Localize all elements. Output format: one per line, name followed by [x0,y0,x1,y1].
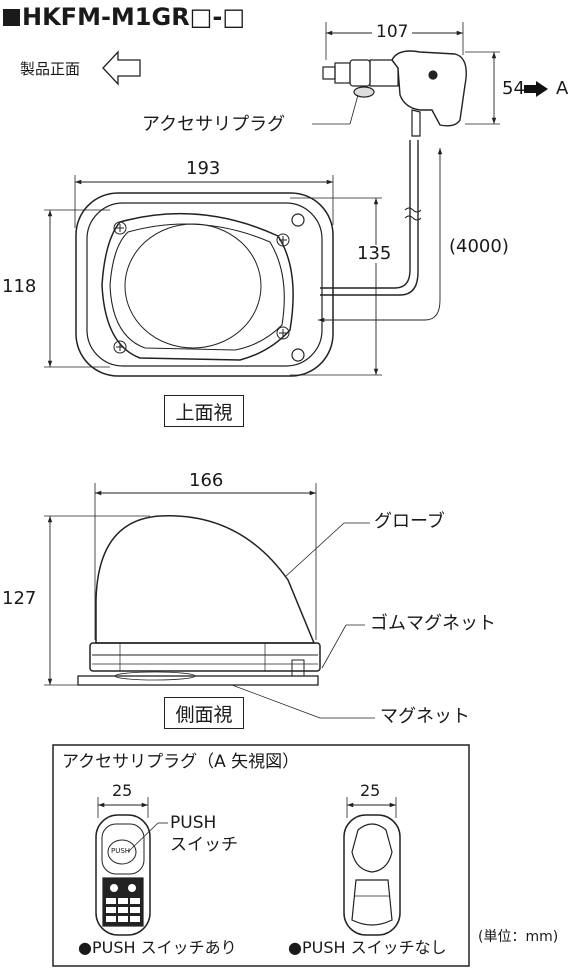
push-label-line2: スイッチ [170,835,238,855]
cable-length-label: (4000) [449,236,509,257]
title-square-marker [3,9,20,26]
dim-plug-height: 54 [502,78,525,99]
view-a-arrow-icon [524,81,548,97]
plug-view-frame [52,744,470,967]
side-view-drawing [44,483,375,719]
accessory-plug-label: アクセサリプラグ [142,114,286,135]
rubber-magnet-label: ゴムマグネット [370,613,496,634]
dim-plug-left: 25 [112,781,133,800]
view-a-label: A [556,78,569,99]
magnet-label: マグネット [380,706,470,727]
globe-label: グローブ [374,511,445,532]
dim-side-width: 166 [189,470,224,491]
caption-without-switch: ●PUSH スイッチなし [288,938,447,957]
caption-with-switch: ●PUSH スイッチあり [78,938,237,957]
push-button-text: PUSH [111,847,131,855]
product-front-label: 製品正面 [20,60,81,78]
dim-plug-width: 107 [372,24,413,41]
plug-drawing [322,22,548,137]
dim-top-height: 118 [2,276,37,297]
dim-top-width: 193 [186,158,221,179]
dim-side-height: 127 [2,588,37,609]
plug-with-switch-drawing [95,797,168,936]
page-title: HKFM-M1GR□-□ [22,3,245,31]
side-view-label: 側面視 [164,697,244,729]
top-view-drawing [44,94,443,377]
dim-cable-depth: 135 [355,243,394,264]
front-arrow-icon [102,50,141,86]
dim-plug-right: 25 [360,781,381,800]
top-view-label: 上面視 [164,395,244,427]
unit-label: (単位：mm) [478,929,559,945]
plug-view-title: アクセサリプラグ（A 矢視図） [62,752,300,772]
plug-without-switch-drawing [343,797,401,936]
push-label-line1: PUSH [170,813,217,833]
